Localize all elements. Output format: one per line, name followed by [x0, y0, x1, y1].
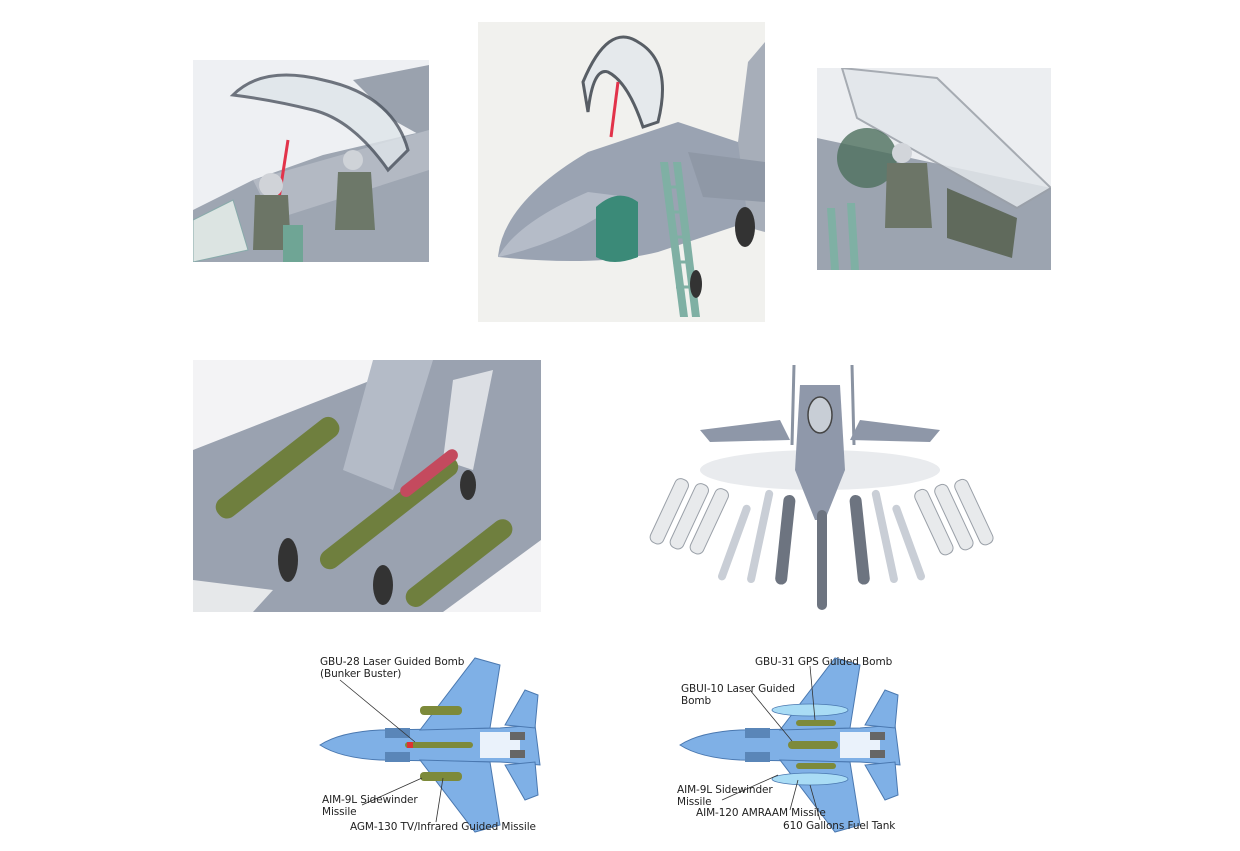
photo-aircraft-with-ordnance — [630, 360, 1010, 612]
label-gbu28: GBU-28 Laser Guided Bomb (Bunker Buster) — [320, 656, 465, 680]
label-gbu31: GBU-31 GPS Guided Bomb — [755, 656, 893, 668]
cockpit-left-image — [193, 60, 429, 262]
label-aim9l-b: AIM-9L Sidewinder Missile — [677, 784, 773, 808]
aircraft-topview-a — [319, 657, 541, 833]
label-fuel-tank: 610 Gallons Fuel Tank — [783, 820, 896, 832]
cockpit-right-image — [817, 68, 1051, 270]
photo-cockpit-left — [193, 60, 429, 262]
ordnance-display-image — [630, 360, 1010, 612]
label-aim9l-a: AIM-9L Sidewinder Missile — [322, 794, 418, 818]
underside-image — [193, 360, 541, 612]
label-aim120: AIM-120 AMRAAM Missile — [696, 807, 826, 819]
loadout-diagram-b: GBU-31 GPS Guided Bomb GBUI-10 Laser Gui… — [660, 650, 920, 840]
label-gbu10: GBUI-10 Laser Guided Bomb — [681, 683, 795, 707]
cockpit-front-image — [478, 22, 765, 322]
aircraft-topview-b — [679, 657, 901, 833]
loadout-diagram-a: GBU-28 Laser Guided Bomb (Bunker Buster)… — [300, 650, 560, 840]
photo-cockpit-right — [817, 68, 1051, 270]
photo-cockpit-front-ladder — [478, 22, 765, 322]
photo-underside-weapons — [193, 360, 541, 612]
label-agm130: AGM-130 TV/Infrared Guided Missile — [350, 821, 536, 833]
